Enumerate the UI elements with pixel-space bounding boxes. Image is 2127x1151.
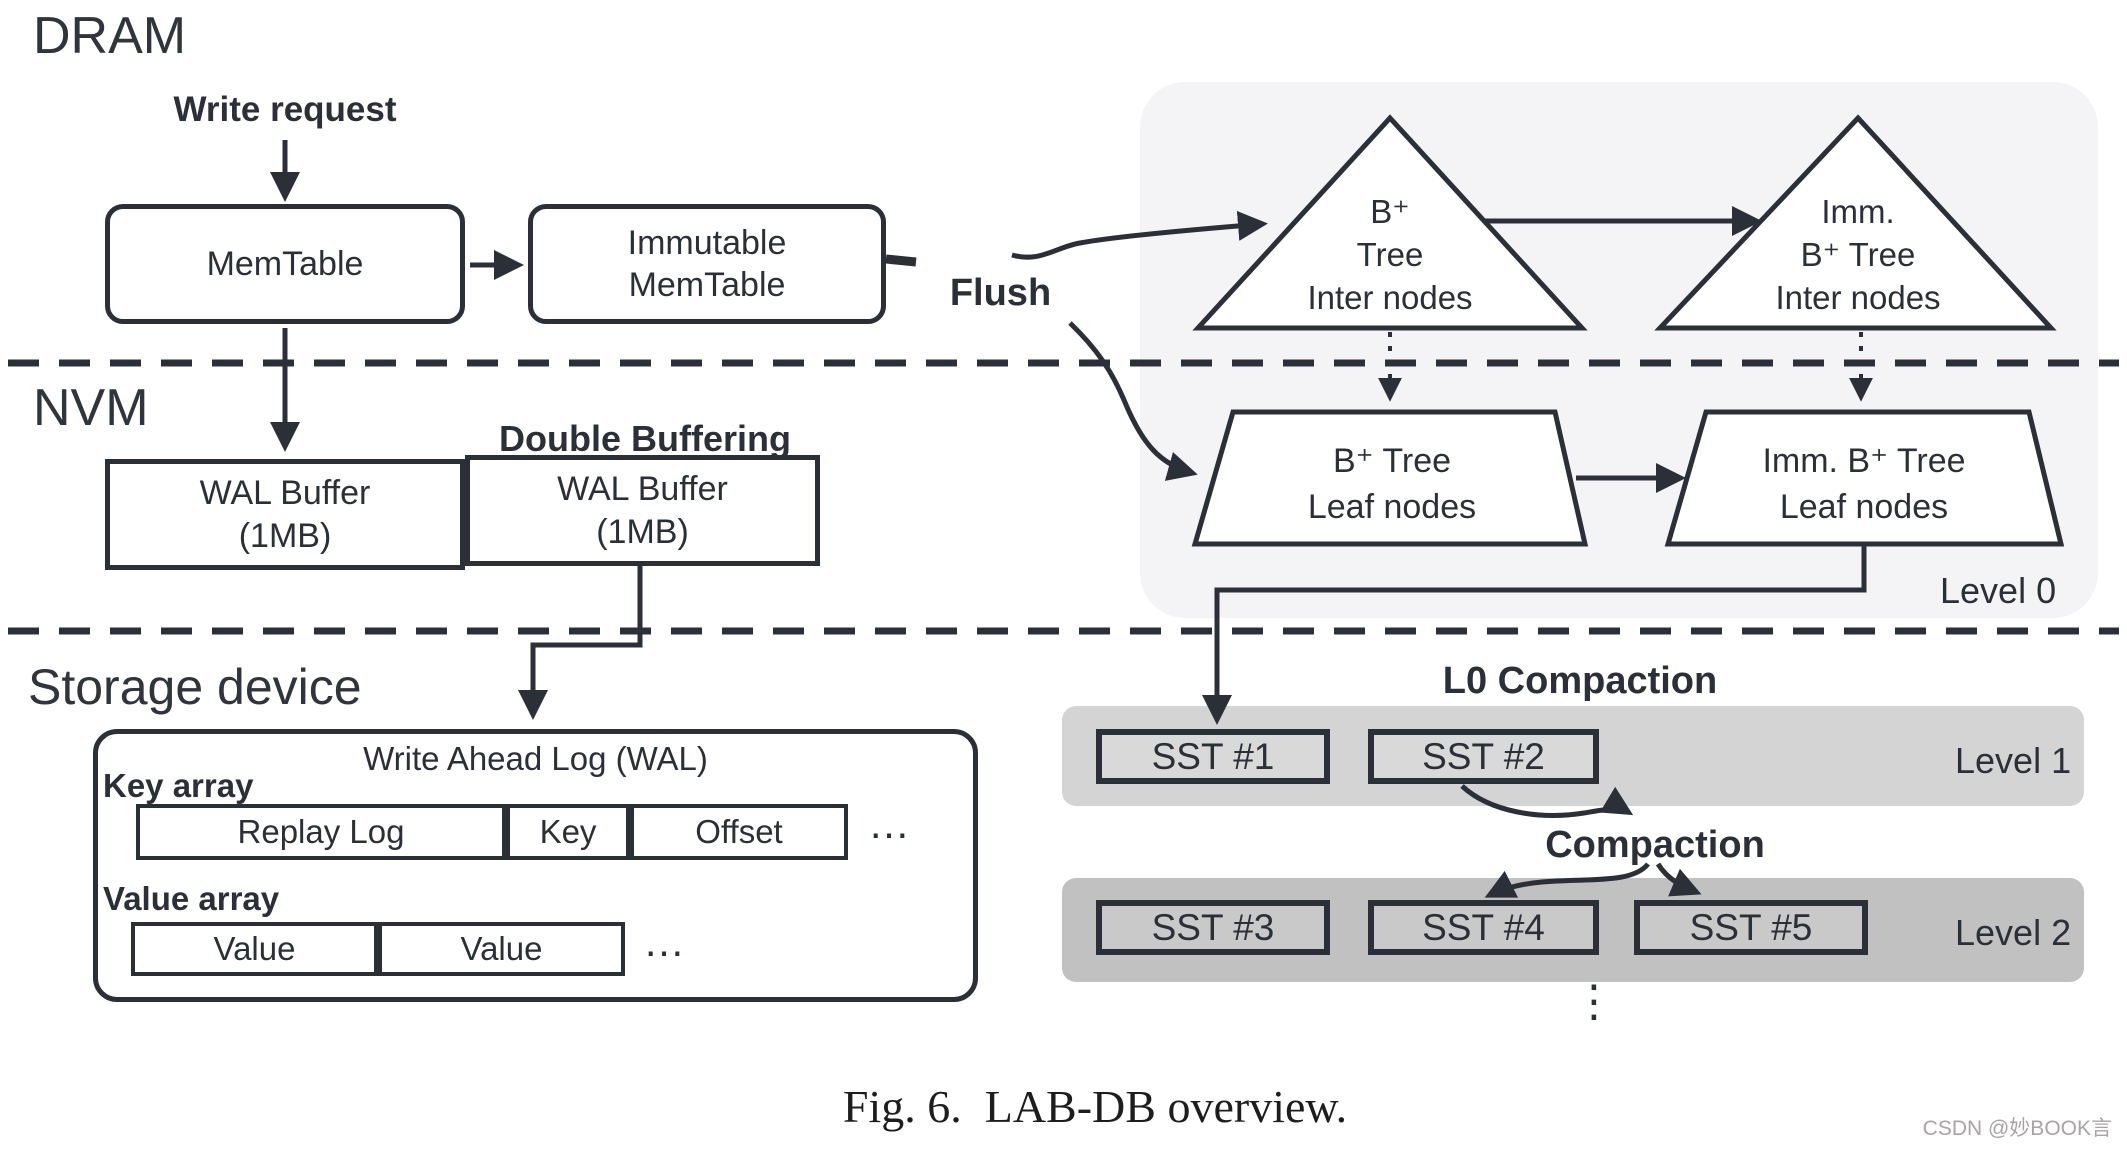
csdn-watermark: CSDN @妙BOOK言	[1922, 1117, 2112, 1140]
wal-buffer-right-line2: (1MB)	[596, 512, 689, 551]
sst5-box: SST #5	[1634, 900, 1868, 955]
nvm-region-label: NVM	[33, 379, 149, 437]
compaction-label: Compaction	[1545, 824, 1765, 866]
btree-leaf-trapezoid	[1191, 409, 1589, 547]
key-array-label: Key array	[103, 767, 254, 804]
more-levels-ellipsis: ⋮	[1572, 976, 1616, 1027]
flush-to-leaf-curve	[1068, 321, 1198, 481]
dram-region-label: DRAM	[33, 7, 187, 65]
compaction-to-sst5-curve	[1655, 862, 1702, 897]
l0-compaction-label: L0 Compaction	[1442, 660, 1718, 702]
immutable-memtable-box: Immutable MemTable	[528, 204, 886, 324]
wal-buffer-left-box: WAL Buffer (1MB)	[105, 459, 465, 570]
value-cell-1: Value	[131, 922, 378, 976]
wal-buffer-left-line2: (1MB)	[238, 516, 332, 555]
sst4-box: SST #4	[1368, 900, 1599, 955]
figure-caption: Fig. 6. LAB-DB overview.	[842, 1081, 1348, 1132]
sst1-box: SST #1	[1096, 729, 1330, 784]
value-array-ellipsis: …	[643, 918, 685, 965]
imm-btree-leaf-trapezoid	[1664, 409, 2065, 547]
level0-to-sst1-path	[1202, 546, 1867, 725]
wal-container: Write Ahead Log (WAL) Key array Replay L…	[93, 729, 978, 1002]
immutable-stub-line	[885, 254, 917, 267]
wal-buffer-right-line1: WAL Buffer	[557, 470, 728, 508]
level2-label: Level 2	[1955, 912, 2072, 953]
key-cell-replay-log: Replay Log	[136, 804, 506, 860]
sst2-box: SST #2	[1368, 729, 1599, 784]
storage-region-label: Storage device	[28, 659, 362, 715]
key-array-ellipsis: …	[868, 800, 910, 847]
btree-leaf-label: B⁺ Tree Leaf nodes	[1307, 442, 1477, 526]
btree-inter-label: B⁺ Tree Inter nodes	[1307, 193, 1473, 316]
wal-buffer-left-line1: WAL Buffer	[199, 474, 371, 512]
flush-to-inter-curve	[1011, 210, 1268, 260]
value-cell-2: Value	[378, 922, 625, 976]
memtable-label: MemTable	[206, 244, 364, 283]
imm-btree-inter-label: Imm. B⁺ Tree Inter nodes	[1775, 193, 1941, 316]
sst2-to-compaction-curve	[1460, 784, 1634, 818]
key-cell-offset: Offset	[630, 804, 848, 860]
double-buffering-label: Double Buffering	[499, 418, 791, 459]
memtable-box: MemTable	[105, 204, 465, 324]
wal-title: Write Ahead Log (WAL)	[363, 740, 708, 777]
sst3-box: SST #3	[1096, 900, 1330, 955]
write-request-label: Write request	[173, 90, 397, 129]
value-array-label: Value array	[103, 880, 280, 917]
key-cell-key: Key	[506, 804, 630, 860]
immutable-memtable-line1: Immutable	[627, 223, 787, 262]
immutable-memtable-line2: MemTable	[628, 266, 786, 304]
imm-btree-leaf-label: Imm. B⁺ Tree Leaf nodes	[1762, 442, 1966, 526]
wal-buffer-right-box: WAL Buffer (1MB)	[465, 455, 820, 566]
walbuffer-to-wal-path	[518, 566, 643, 720]
flush-label: Flush	[949, 272, 1052, 314]
compaction-to-sst4-curve	[1484, 862, 1650, 898]
level0-label: Level 0	[1940, 570, 2057, 611]
level1-label: Level 1	[1955, 740, 2072, 781]
